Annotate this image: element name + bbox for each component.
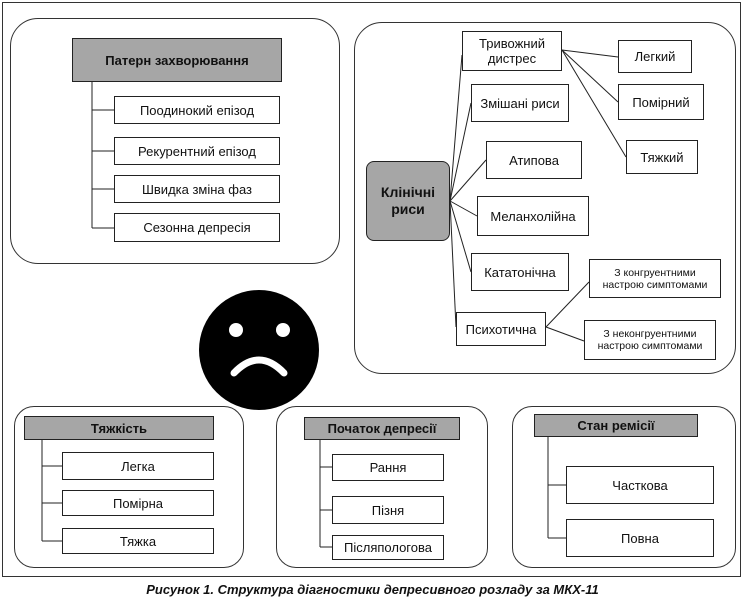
pattern-item-single: Поодинокий епізод (114, 96, 280, 124)
severity-item-mild: Легка (62, 452, 214, 480)
pattern-title: Патерн захворювання (72, 38, 282, 82)
distress-level-mild: Легкий (618, 40, 692, 73)
severity-title: Тяжкість (24, 416, 214, 440)
clinical-item-mixed: Змішані риси (471, 84, 569, 122)
distress-level-severe: Тяжкий (626, 140, 698, 174)
clinical-title: Клінічні риси (366, 161, 450, 241)
figure-frame (2, 2, 741, 577)
pattern-item-rapid-cycling: Швидка зміна фаз (114, 175, 280, 203)
clinical-item-anxious-distress: Тривожний дистрес (462, 31, 562, 71)
severity-item-severe: Тяжка (62, 528, 214, 554)
clinical-item-catatonic: Кататонічна (471, 253, 569, 291)
remission-item-full: Повна (566, 519, 714, 557)
clinical-item-atypical: Атипова (486, 141, 582, 179)
onset-item-postpartum: Післяпологова (332, 535, 444, 560)
remission-item-partial: Часткова (566, 466, 714, 504)
figure-caption: Рисунок 1. Структура діагностики депреси… (146, 582, 599, 597)
remission-title: Стан ремісії (534, 414, 698, 437)
onset-item-early: Рання (332, 454, 444, 481)
pattern-item-seasonal: Сезонна депресія (114, 213, 280, 242)
pattern-item-recurrent: Рекурентний епізод (114, 137, 280, 165)
psychotic-type-incongruent: З неконгруентними настрою симптомами (584, 320, 716, 360)
clinical-item-psychotic: Психотична (456, 312, 546, 346)
onset-item-late: Пізня (332, 496, 444, 524)
distress-level-moderate: Помірний (618, 84, 704, 120)
psychotic-type-congruent: З конгруентними настрою симптомами (589, 259, 721, 298)
onset-title: Початок депресії (304, 417, 460, 440)
severity-item-moderate: Помірна (62, 490, 214, 516)
clinical-item-melancholic: Меланхолійна (477, 196, 589, 236)
